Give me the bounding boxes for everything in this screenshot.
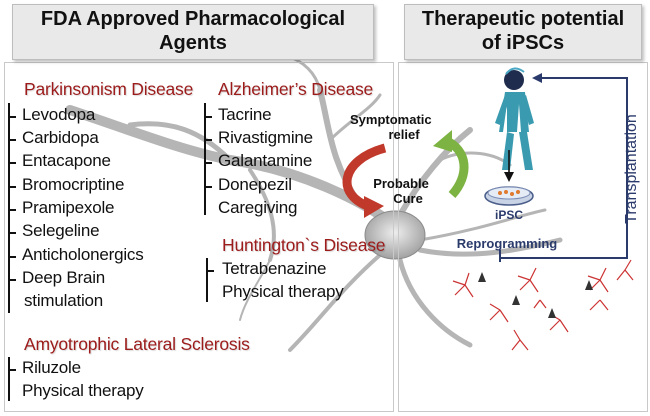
parkinsonism-item: Levodopa <box>22 105 96 124</box>
ipsc-dish-label: iPSC <box>494 208 523 222</box>
header-fda-agents: FDA Approved Pharmacological Agents <box>12 4 374 60</box>
alzheimers-title: Alzheimer’s Disease <box>218 79 374 99</box>
parkinsonism-item: Bromocriptine <box>22 175 125 194</box>
patient-figure-icon <box>495 67 534 170</box>
alzheimers-item: Tacrine <box>218 105 272 124</box>
alzheimers-item: Rivastigmine <box>218 128 313 147</box>
tick <box>8 232 16 234</box>
tick <box>204 116 212 118</box>
als-item: Riluzole <box>22 358 81 377</box>
huntingtons-title: Huntington`s Disease <box>222 235 386 255</box>
tick <box>8 209 16 211</box>
header-fda-line2: Agents <box>159 32 227 54</box>
tick <box>8 139 16 141</box>
huntingtons-item: Tetrabenazine <box>222 259 327 278</box>
petri-dish-icon <box>484 186 534 206</box>
alzheimers-item: Caregiving <box>218 198 298 217</box>
header-ipsc-potential: Therapeutic potential of iPSCs <box>404 4 642 60</box>
tick <box>8 279 16 281</box>
probable-line2: Cure <box>393 191 423 206</box>
parkinsonism-item: Carbidopa <box>22 128 99 147</box>
parkinsonism-item: Selegeline <box>22 221 100 240</box>
als-title: Amyotrophic Lateral Sclerosis <box>24 334 250 354</box>
alzheimers-item: Donepezil <box>218 175 292 194</box>
probable-cure-label: Probable Cure <box>366 176 436 206</box>
reprogramming-label: Reprogramming <box>456 236 558 251</box>
left-panel <box>4 62 394 412</box>
parkinsonism-bracket <box>8 103 10 313</box>
als-bracket <box>8 357 10 401</box>
tick <box>8 116 16 118</box>
symptomatic-line2: relief <box>388 127 420 142</box>
tick <box>8 186 16 188</box>
alzheimers-bracket <box>204 103 206 215</box>
tick <box>204 162 212 164</box>
tick <box>8 369 16 371</box>
parkinsonism-item: stimulation <box>24 291 104 310</box>
tick <box>8 256 16 258</box>
parkinsonism-item: Anticholonergics <box>22 245 144 264</box>
symptomatic-relief-label: Symptomatic relief <box>350 112 432 142</box>
header-fda-line1: FDA Approved Pharmacological <box>40 8 346 30</box>
probable-line1: Probable <box>373 176 429 191</box>
tick <box>8 162 16 164</box>
tick <box>204 186 212 188</box>
right-panel <box>398 62 648 412</box>
parkinsonism-title: Parkinsonism Disease <box>24 79 194 99</box>
header-ipsc-line1: Therapeutic potential <box>421 8 625 30</box>
symptomatic-line1: Symptomatic <box>350 112 432 127</box>
tick <box>206 270 214 272</box>
parkinsonism-item: Entacapone <box>22 151 111 170</box>
tick <box>204 139 212 141</box>
parkinsonism-item: Deep Brain <box>22 268 106 287</box>
alzheimers-item: Galantamine <box>218 151 313 170</box>
parkinsonism-item: Pramipexole <box>22 198 115 217</box>
huntingtons-bracket <box>206 258 208 302</box>
header-ipsc-line2: of iPSCs <box>481 32 565 54</box>
als-item: Physical therapy <box>22 381 144 400</box>
transplantation-label: Transplantation <box>623 114 640 224</box>
huntingtons-item: Physical therapy <box>222 282 344 301</box>
